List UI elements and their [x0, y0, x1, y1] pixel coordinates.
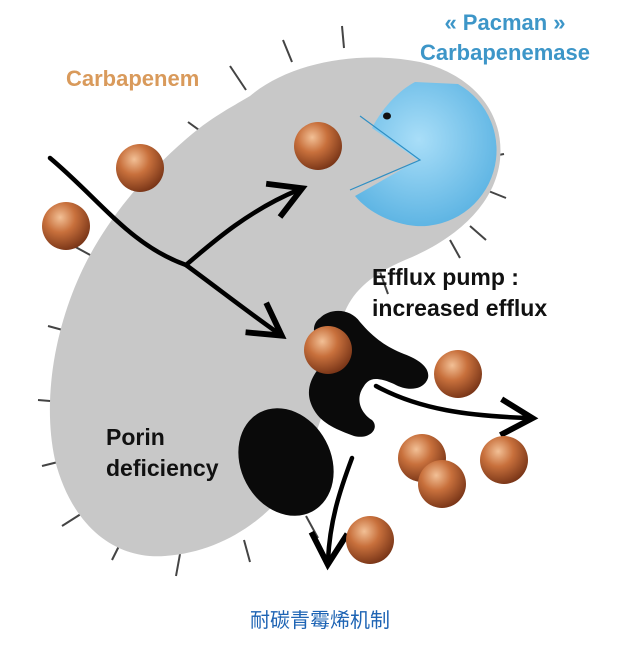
carbapenem-molecules	[42, 122, 528, 564]
porin-channel-icon	[238, 408, 334, 516]
porin-blocked-arrow	[308, 455, 355, 571]
efflux-pump-label: Efflux pump : increased efflux	[372, 262, 547, 324]
pacman-carbapenemase-label: « Pacman » Carbapenemase	[374, 8, 636, 68]
carbapenem-molecule	[418, 460, 466, 508]
porin-label-line2: deficiency	[106, 455, 219, 481]
carbapenem-molecule	[434, 350, 482, 398]
carbapenem-molecule	[294, 122, 342, 170]
carbapenem-molecule	[480, 436, 528, 484]
pacman-carbapenemase-icon	[349, 82, 497, 227]
carbapenem-label: Carbapenem	[66, 66, 200, 91]
resistance-mechanism-diagram	[37, 25, 539, 577]
pacman-label-line2: Carbapenemase	[420, 40, 590, 65]
efflux-label-line1: Efflux pump :	[372, 264, 519, 290]
figure-caption: 耐碳青霉烯机制	[250, 608, 390, 632]
porin-deficiency-label: Porin deficiency	[106, 422, 219, 484]
carbapenem-molecule	[42, 202, 90, 250]
pacman-label-line1: « Pacman »	[444, 10, 566, 35]
efflux-label-line2: increased efflux	[372, 295, 548, 321]
porin-label-line1: Porin	[106, 424, 165, 450]
carbapenem-entry-arrows	[47, 155, 308, 339]
carbapenem-molecule	[304, 326, 352, 374]
carbapenem-molecule	[346, 516, 394, 564]
efflux-arrow	[373, 383, 539, 438]
carbapenem-molecule	[116, 144, 164, 192]
